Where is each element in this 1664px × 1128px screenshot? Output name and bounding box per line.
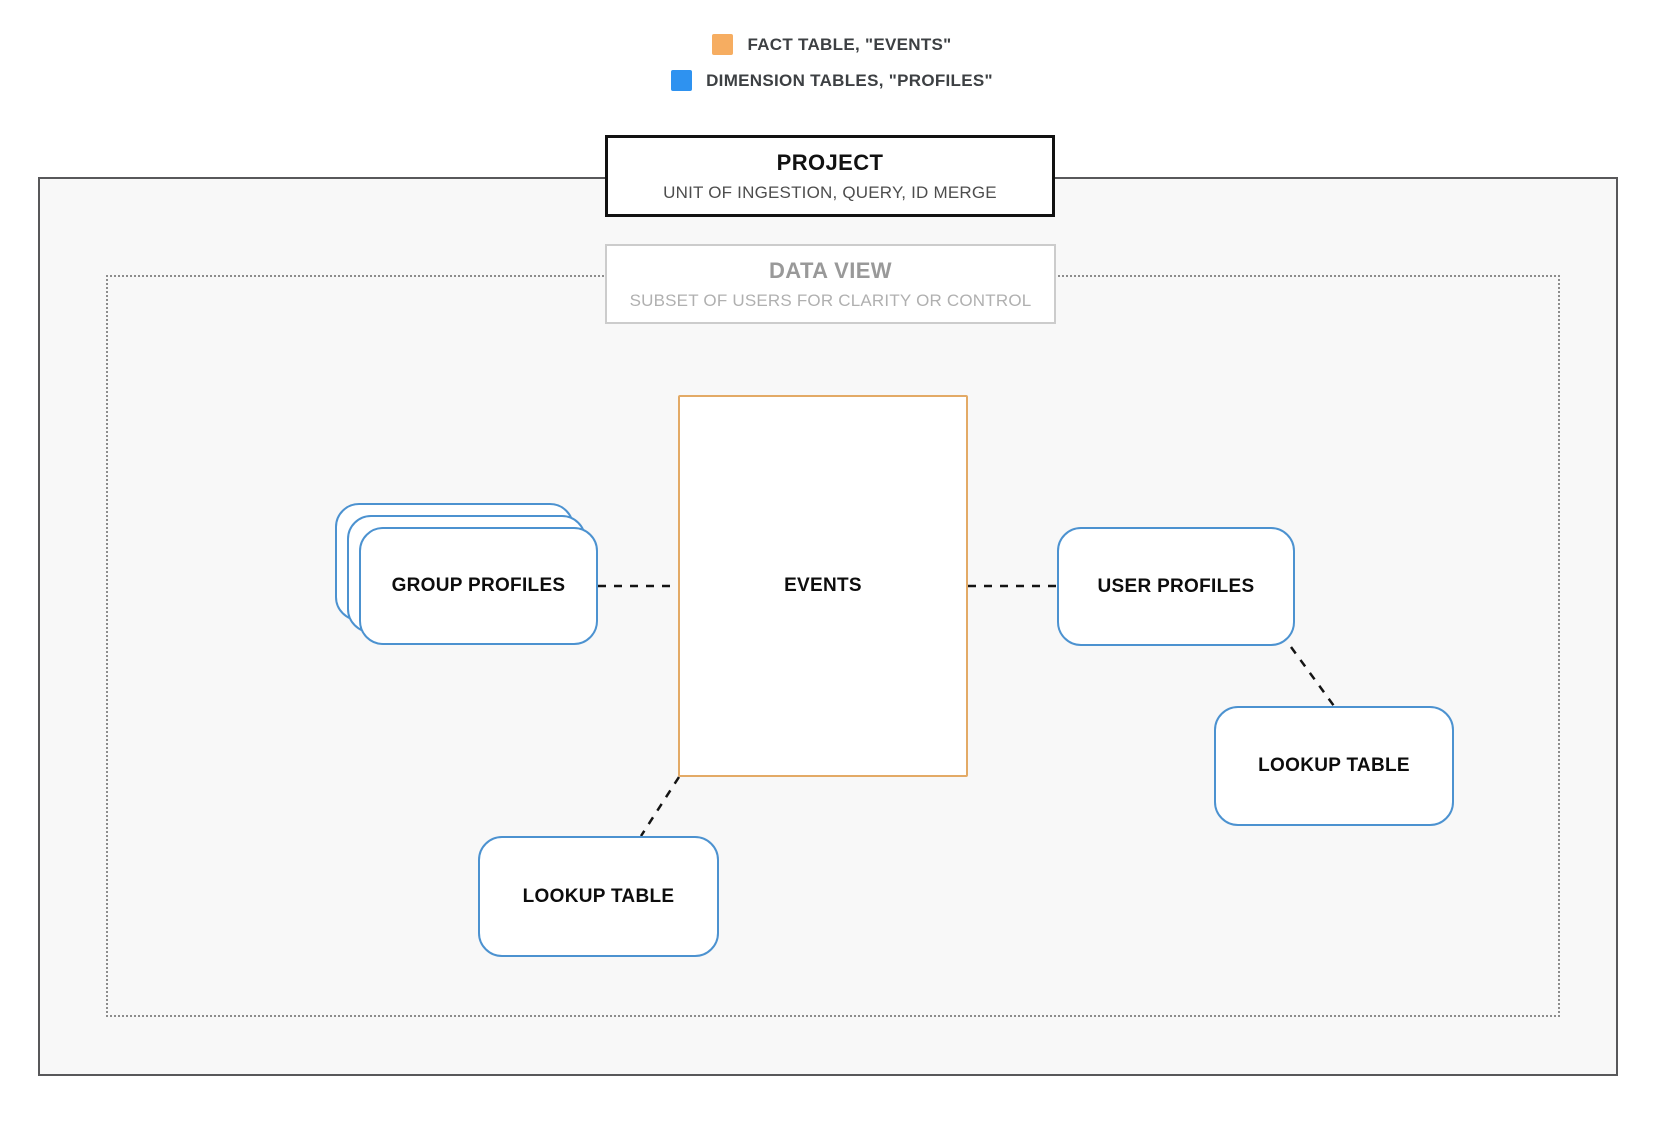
legend: FACT TABLE, "EVENTS" DIMENSION TABLES, "… [0,34,1664,91]
group-profiles-label: GROUP PROFILES [391,575,566,596]
lookup-table-left-node: LOOKUP TABLE [478,836,719,957]
lookup-table-right-label: LOOKUP TABLE [1258,755,1410,776]
lookup-table-left-label: LOOKUP TABLE [522,885,675,907]
events-node: EVENTS [678,395,968,777]
legend-label-dimension-tables: DIMENSION TABLES, "PROFILES" [706,70,993,90]
group-profiles-node: GROUP PROFILES [359,527,598,645]
project-title: PROJECT [776,149,884,175]
data-view-title: DATA VIEW [769,257,892,283]
legend-item-dimension-tables: DIMENSION TABLES, "PROFILES" [671,70,993,91]
data-view-subtitle: SUBSET OF USERS FOR CLARITY OR CONTROL [629,290,1032,310]
data-view-header-box: DATA VIEW SUBSET OF USERS FOR CLARITY OR… [605,244,1056,324]
project-header-box: PROJECT UNIT OF INGESTION, QUERY, ID MER… [605,135,1055,217]
dimension-table-swatch-icon [671,70,693,91]
lookup-table-right-node: LOOKUP TABLE [1214,706,1454,826]
legend-item-fact-table: FACT TABLE, "EVENTS" [712,34,951,55]
project-subtitle: UNIT OF INGESTION, QUERY, ID MERGE [663,182,997,202]
events-label: EVENTS [784,575,862,596]
legend-label-fact-table: FACT TABLE, "EVENTS" [747,34,952,54]
user-profiles-node: USER PROFILES [1057,527,1295,646]
user-profiles-label: USER PROFILES [1097,575,1255,597]
fact-table-swatch-icon [712,34,734,55]
